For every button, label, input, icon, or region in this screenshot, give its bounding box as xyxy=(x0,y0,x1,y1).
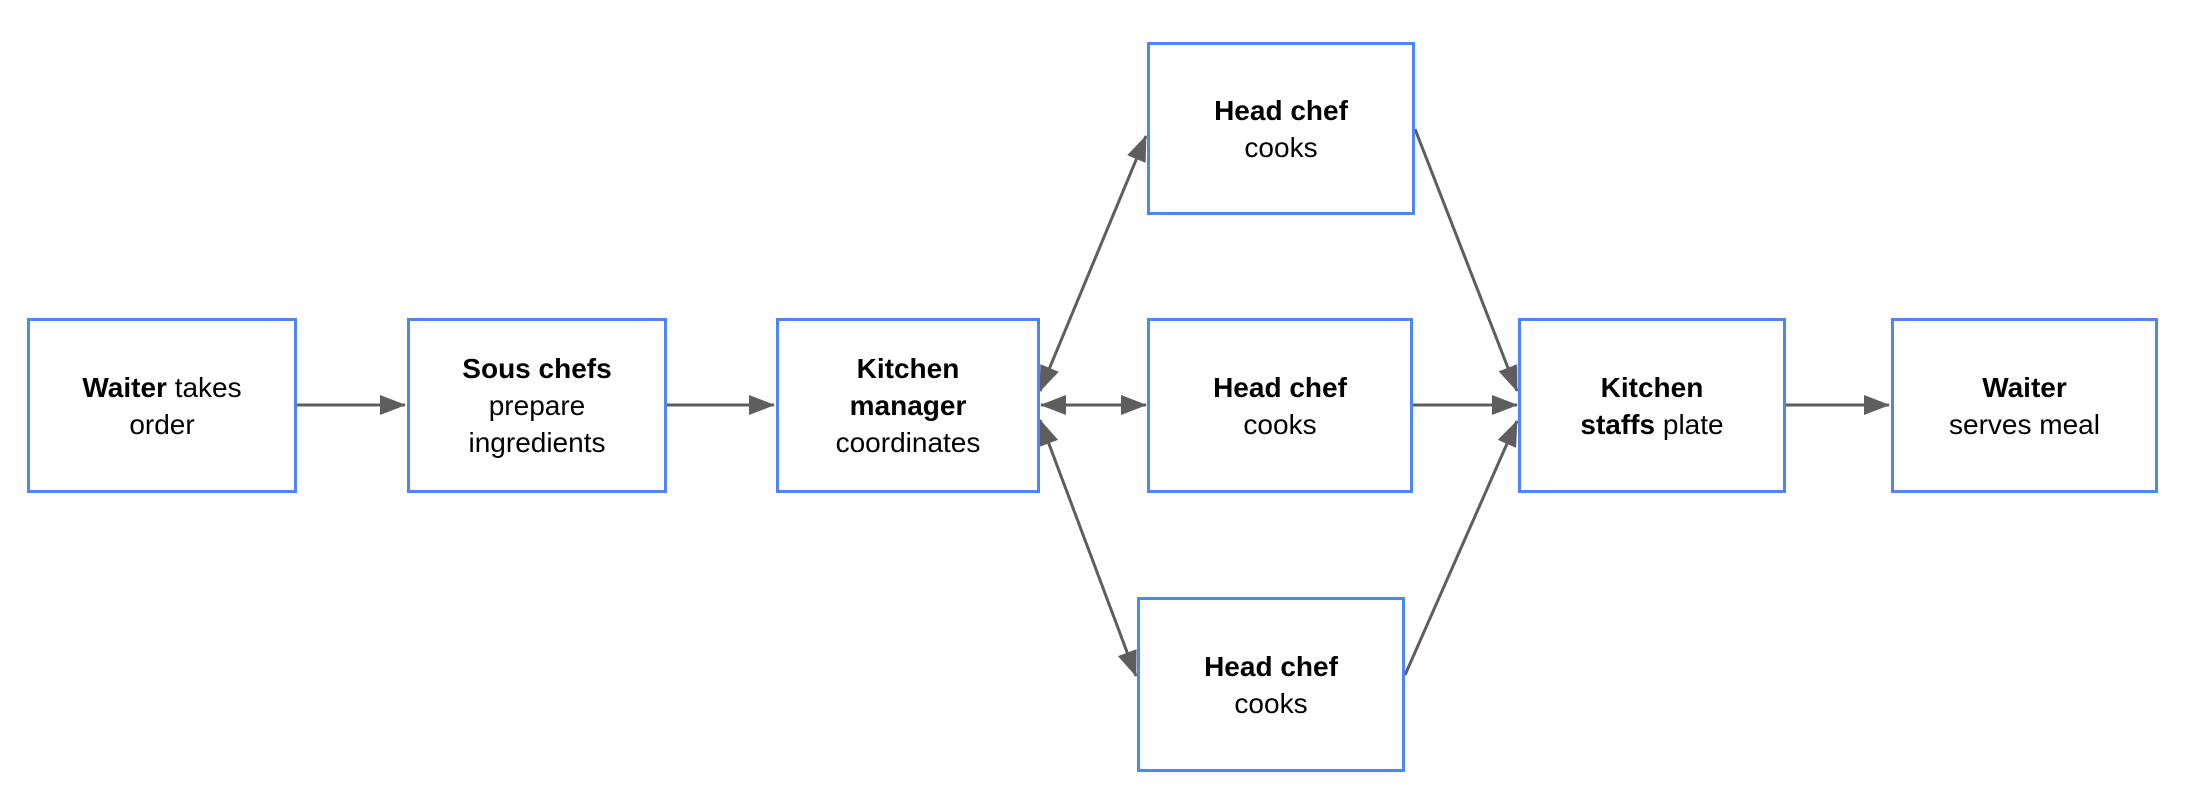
node-label-line: order xyxy=(129,406,194,443)
node-label-text: order xyxy=(129,408,195,440)
node-label-line: Head chef xyxy=(1213,369,1347,406)
node-label-line: Head chef xyxy=(1214,92,1348,129)
node-label-line: coordinates xyxy=(836,424,981,461)
node-label-line: cooks xyxy=(1244,129,1317,166)
node-label-bold: Head chef xyxy=(1214,94,1348,126)
node-kitchen-staffs-plate: Kitchen staffs plate xyxy=(1518,318,1786,493)
node-label-text: serves meal xyxy=(1949,408,2100,440)
node-label-bold: Sous chefs xyxy=(462,353,612,384)
node-label-text: cooks xyxy=(1243,408,1317,440)
node-label-bold: Head chef xyxy=(1204,650,1338,682)
node-label-line: Head chef xyxy=(1204,648,1338,685)
node-label-line: manager xyxy=(850,387,967,424)
node-label-line: serves meal xyxy=(1949,406,2100,443)
node-label-line: ingredients xyxy=(469,424,606,461)
node-kitchen-manager: Kitchen manager coordinates xyxy=(776,318,1040,493)
node-label-text: coordinates xyxy=(835,427,981,458)
node-label-line: Waiter takes xyxy=(82,369,241,406)
node-label-text: cooks xyxy=(1244,131,1318,163)
node-label-text: takes xyxy=(166,371,242,403)
node-label-bold: staffs xyxy=(1580,408,1656,440)
node-label-line: Waiter xyxy=(1982,369,2067,406)
node-label-line: cooks xyxy=(1243,406,1316,443)
node-label-bold: Waiter xyxy=(82,371,167,403)
node-waiter-takes-order: Waiter takes order xyxy=(27,318,297,493)
node-label-line: cooks xyxy=(1234,685,1307,722)
node-head-chef-bottom: Head chef cooks xyxy=(1137,597,1405,772)
node-label-text: cooks xyxy=(1234,687,1308,719)
node-label-text: prepare xyxy=(488,390,586,421)
edge-manager-headchef-bottom xyxy=(1038,419,1138,677)
node-label-bold: Kitchen xyxy=(1600,371,1704,403)
node-label-bold: manager xyxy=(849,390,967,421)
node-head-chef-middle: Head chef cooks xyxy=(1147,318,1413,493)
edge-manager-headchef-top xyxy=(1038,135,1148,392)
node-label-text: ingredients xyxy=(468,427,606,458)
node-label-text: plate xyxy=(1655,408,1724,440)
node-waiter-serves-meal: Waiter serves meal xyxy=(1891,318,2158,493)
node-head-chef-top: Head chef cooks xyxy=(1147,42,1415,215)
node-label-bold: Waiter xyxy=(1982,371,2067,403)
node-sous-chefs-prepare: Sous chefs prepare ingredients xyxy=(407,318,667,493)
node-label-line: Kitchen xyxy=(857,350,960,387)
edge-headcheftop-to-staffs xyxy=(1413,128,1519,392)
node-label-line: staffs plate xyxy=(1580,406,1723,443)
node-label-line: Kitchen xyxy=(1601,369,1704,406)
node-label-line: prepare xyxy=(489,387,586,424)
node-label-line: Sous chefs xyxy=(462,350,611,387)
node-label-bold: Head chef xyxy=(1213,371,1347,403)
edge-headchefbottom-to-staffs xyxy=(1403,420,1519,676)
node-label-bold: Kitchen xyxy=(856,353,960,384)
